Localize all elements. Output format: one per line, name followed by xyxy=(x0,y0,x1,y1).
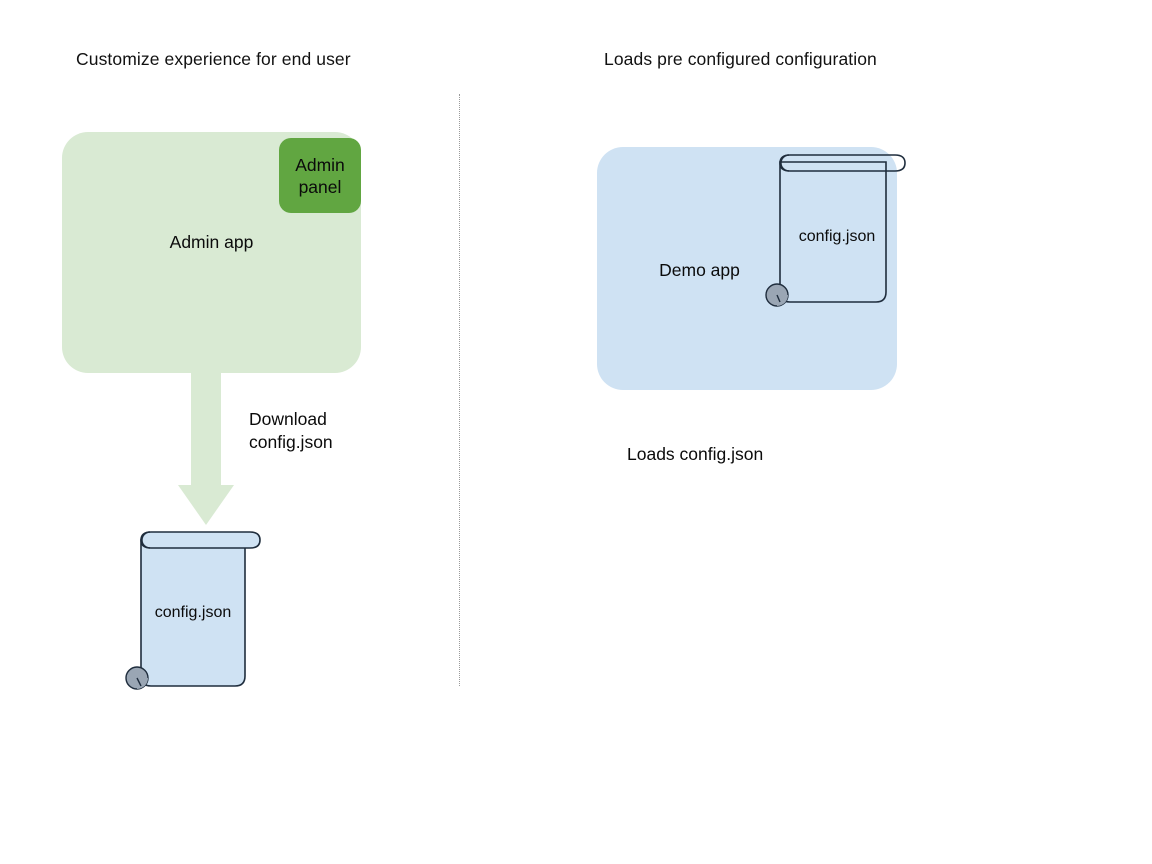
download-arrow-label-line2: config.json xyxy=(249,431,333,452)
download-arrow-label-line1: Download xyxy=(249,409,327,429)
scroll-document-shape xyxy=(765,154,906,307)
config-json-document-right[interactable]: config.json xyxy=(763,150,913,312)
config-json-document-left[interactable]: config.json xyxy=(118,524,268,694)
column-title-left: Customize experience for end user xyxy=(76,49,351,69)
scroll-document-shape xyxy=(125,531,261,690)
admin-panel-chip[interactable]: Admin panel xyxy=(279,138,361,213)
demo-app-label: Demo app xyxy=(659,260,740,280)
column-divider xyxy=(459,94,460,686)
admin-panel-label-line2: panel xyxy=(298,176,342,197)
demo-app-box[interactable]: Demo app xyxy=(597,147,897,390)
download-arrow-label: Download config.json xyxy=(249,408,333,453)
download-arrow xyxy=(178,365,234,525)
admin-panel-label-line1: Admin xyxy=(295,154,345,175)
column-title-right: Loads pre configured configuration xyxy=(604,49,877,69)
admin-app-label: Admin app xyxy=(169,232,254,252)
loads-config-caption: Loads config.json xyxy=(627,444,764,464)
